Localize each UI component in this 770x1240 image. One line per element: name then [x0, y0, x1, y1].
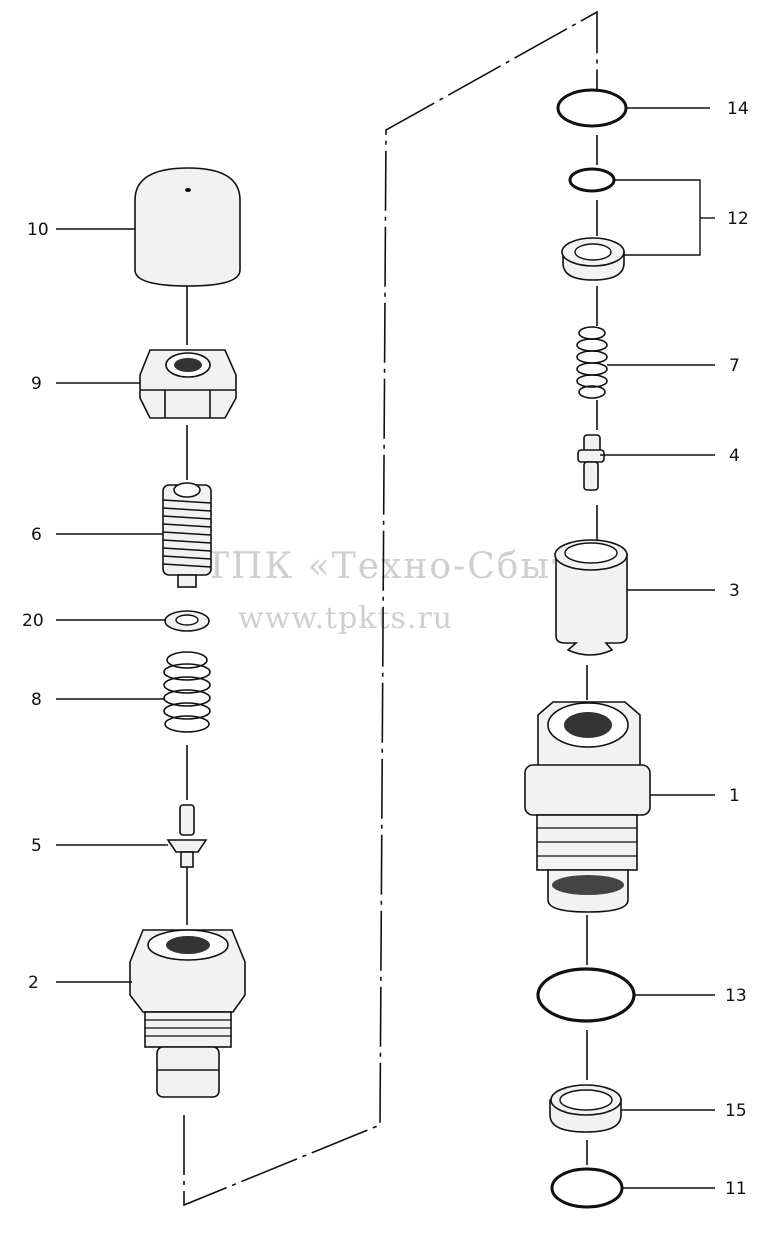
part-main-body	[524, 701, 651, 913]
callout-20: 20	[22, 611, 44, 631]
part-spring-large	[163, 651, 211, 733]
callout-13: 13	[725, 986, 747, 1006]
callout-4: 4	[729, 446, 740, 466]
part-valve-body	[129, 929, 246, 1098]
callout-14: 14	[727, 99, 749, 119]
callout-2: 2	[28, 973, 39, 993]
assembly-connector-line	[183, 10, 598, 1207]
part-cap	[134, 167, 241, 287]
part-hex-nut	[139, 349, 237, 419]
callout-15: 15	[725, 1101, 747, 1121]
callouts: 10 9 6 20 8 5 2 14 12 7 4 3 1 13 15 11	[22, 99, 749, 1199]
part-o-ring-14	[556, 88, 628, 128]
part-washer	[164, 610, 210, 632]
watermark-company: ТПК «Техно-Сбыт»	[205, 546, 597, 587]
part-adjusting-screw	[162, 482, 212, 588]
watermark: ТПК «Техно-Сбыт» www.tpkts.ru	[205, 546, 597, 636]
callout-9: 9	[31, 374, 42, 394]
part-backup-ring	[568, 167, 616, 193]
callout-12: 12	[727, 209, 749, 229]
callout-1: 1	[729, 786, 740, 806]
watermark-url: www.tpkts.ru	[238, 601, 453, 636]
callout-11: 11	[725, 1179, 747, 1199]
callout-5: 5	[31, 836, 42, 856]
part-pin	[577, 434, 605, 491]
part-backup-ring-15	[549, 1084, 622, 1133]
leader-lines	[56, 107, 715, 1189]
part-spring-small	[576, 326, 608, 399]
part-sleeve	[554, 539, 628, 656]
part-poppet	[166, 804, 208, 868]
part-o-ring-11	[550, 1167, 624, 1209]
callout-10: 10	[27, 220, 49, 240]
part-o-ring-13	[536, 967, 636, 1023]
right-axis-lines	[586, 135, 598, 1165]
callout-8: 8	[31, 690, 42, 710]
part-seal-seat	[561, 237, 625, 281]
callout-6: 6	[31, 525, 42, 545]
callout-7: 7	[729, 356, 740, 376]
callout-3: 3	[729, 581, 740, 601]
